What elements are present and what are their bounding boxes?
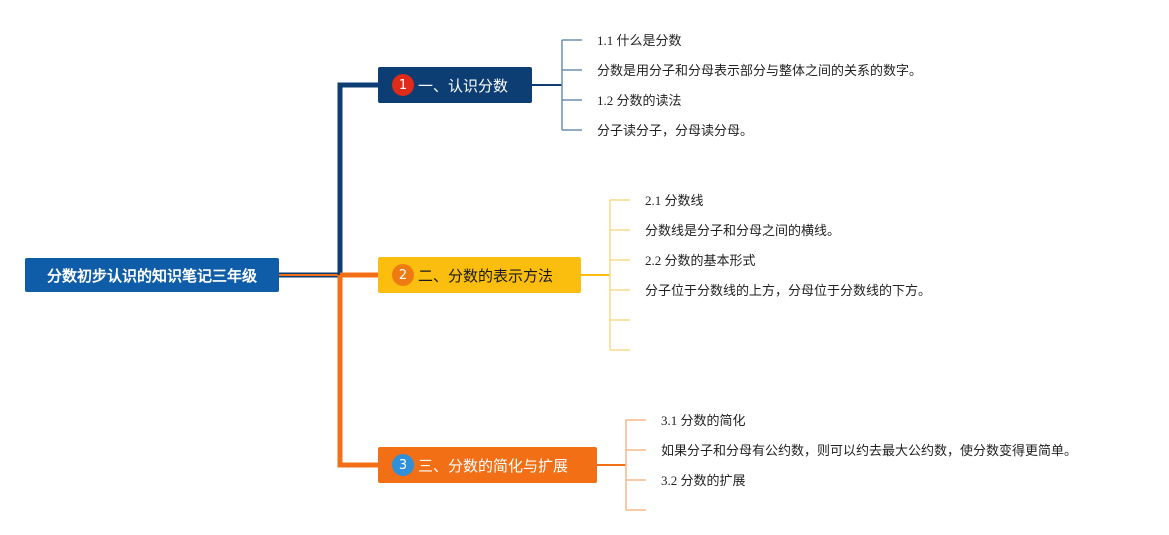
leaf-node[interactable]: 分数是用分子和分母表示部分与整体之间的关系的数字。: [597, 63, 923, 78]
branch-2-title: 二、分数的表示方法: [418, 266, 554, 285]
branch-2-number-badge: 2: [392, 264, 414, 286]
branch-3-connector: [337, 275, 378, 468]
leaf-node[interactable]: 1.1 什么是分数: [597, 33, 682, 48]
leaf-node[interactable]: 2.2 分数的基本形式: [645, 253, 756, 268]
leaf-node[interactable]: 如果分子和分母有公约数，则可以约去最大公约数，使分数变得更简单。: [661, 443, 1078, 458]
leaf-node[interactable]: 2.1 分数线: [645, 193, 704, 208]
leaf-node[interactable]: 分子位于分数线的上方，分母位于分数线的下方。: [645, 283, 932, 298]
root-node[interactable]: 分数初步认识的知识笔记三年级: [25, 258, 279, 292]
branch-1-connector: [337, 82, 378, 275]
branch-1-number-badge: 1: [392, 74, 414, 96]
branch-3-number-badge: 3: [392, 454, 414, 476]
branch-3-title: 三、分数的简化与扩展: [418, 456, 569, 475]
leaf-node[interactable]: 1.2 分数的读法: [597, 93, 682, 108]
root-title: 分数初步认识的知识笔记三年级: [46, 266, 257, 285]
leaf-node[interactable]: 3.1 分数的简化: [661, 413, 746, 428]
leaf-node[interactable]: 分子读分子，分母读分母。: [597, 123, 754, 138]
branch-node-1[interactable]: 1 一、认识分数: [378, 67, 532, 103]
leaf-node[interactable]: 3.2 分数的扩展: [661, 473, 746, 488]
branch-1-title: 一、认识分数: [418, 76, 509, 95]
branch-node-2[interactable]: 2 二、分数的表示方法: [378, 257, 581, 293]
branch-node-3[interactable]: 3 三、分数的简化与扩展: [378, 447, 597, 483]
leaf-node[interactable]: 分数线是分子和分母之间的横线。: [645, 223, 841, 238]
